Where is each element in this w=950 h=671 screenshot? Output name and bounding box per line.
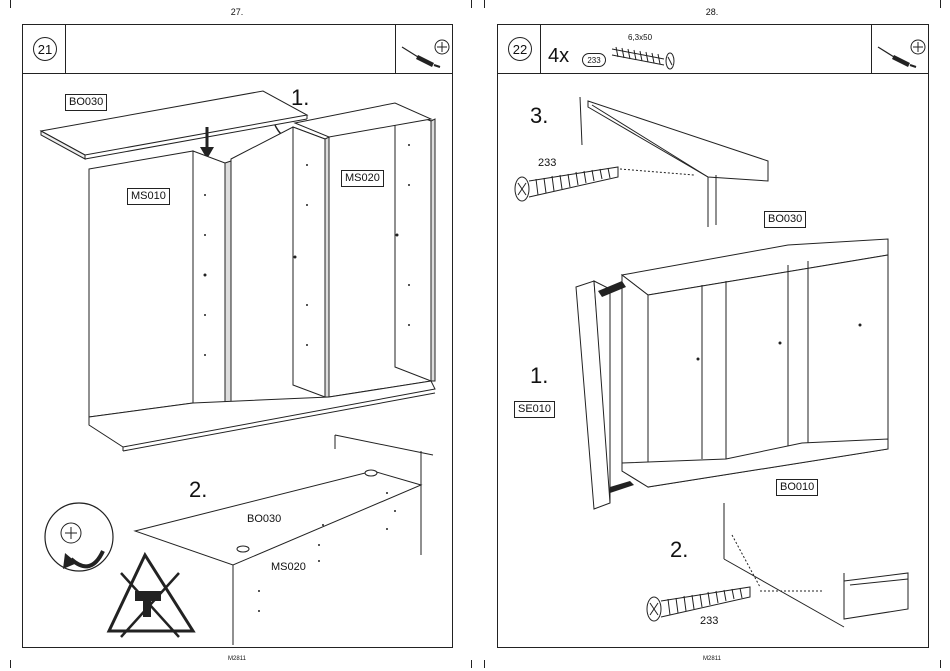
crop-mark (471, 0, 472, 8)
part-label-bo010: BO010 (776, 479, 818, 496)
crop-mark (10, 660, 11, 668)
part-label-ms010: MS010 (127, 188, 170, 205)
substep-2: 2. (670, 537, 688, 563)
footer-code-right: M2811 (682, 656, 742, 662)
screw-label-233-bottom: 233 (700, 615, 718, 627)
no-power-drill-icon (109, 555, 193, 637)
substep-1: 1. (291, 85, 309, 111)
crop-mark (940, 660, 941, 668)
detail-label-bo030: BO030 (247, 513, 281, 525)
wardrobe-side-panel-drawing (498, 25, 930, 649)
substep-2: 2. (189, 477, 207, 503)
step-panel-22: 22 4x 233 6,3x50 (497, 24, 929, 648)
part-label-se010: SE010 (514, 401, 555, 418)
substep-3: 3. (530, 103, 548, 129)
part-label-ms020: MS020 (341, 170, 384, 187)
crop-mark (10, 0, 11, 8)
detail-label-ms020: MS020 (271, 561, 306, 573)
step-panel-21: 21 (22, 24, 453, 648)
part-label-bo030: BO030 (65, 94, 107, 111)
wardrobe-assembly-drawing (23, 25, 454, 649)
crop-mark (484, 0, 485, 8)
substep-1: 1. (530, 363, 548, 389)
footer-code-left: M2811 (207, 656, 267, 662)
page-number-right: 28. (682, 7, 742, 17)
crop-mark (471, 660, 472, 668)
screw-label-233-top: 233 (538, 157, 556, 169)
crop-mark (940, 0, 941, 8)
page-number-left: 27. (207, 7, 267, 17)
crop-mark (484, 660, 485, 668)
part-label-bo030: BO030 (764, 211, 806, 228)
